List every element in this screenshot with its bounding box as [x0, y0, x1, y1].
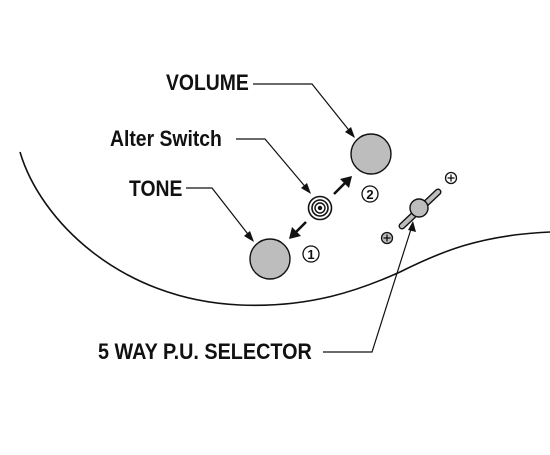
position-1-arrow [289, 221, 307, 239]
tone-label: TONE [129, 176, 183, 201]
tone-knob [249, 238, 291, 280]
tone-leader-line [186, 187, 252, 239]
position-2-marker: 2 [361, 185, 379, 203]
alter-switch-leader-line [236, 138, 309, 191]
position-2-arrow [333, 176, 352, 195]
selector-switch [398, 188, 442, 230]
tone-leader-arrowhead [244, 231, 254, 242]
position-2-label: 2 [366, 187, 373, 202]
selector-leader-line [323, 225, 413, 353]
alter-switch-label: Alter Switch [110, 126, 222, 151]
alter-switch [307, 195, 333, 221]
selector-leader-arrowhead [408, 221, 416, 232]
guitar-body-outline [19, 151, 550, 307]
volume-leader-line [253, 83, 353, 135]
selector-screw-bottom [380, 231, 394, 245]
volume-knob [350, 133, 392, 175]
volume-leader-arrowhead [345, 127, 355, 138]
alter-switch-leader-arrowhead [301, 183, 311, 194]
volume-label: VOLUME [166, 70, 249, 95]
selector-screw-top [444, 171, 458, 185]
selector-label: 5 WAY P.U. SELECTOR [98, 339, 312, 364]
position-1-label: 1 [307, 247, 314, 262]
position-1-marker: 1 [302, 245, 320, 263]
